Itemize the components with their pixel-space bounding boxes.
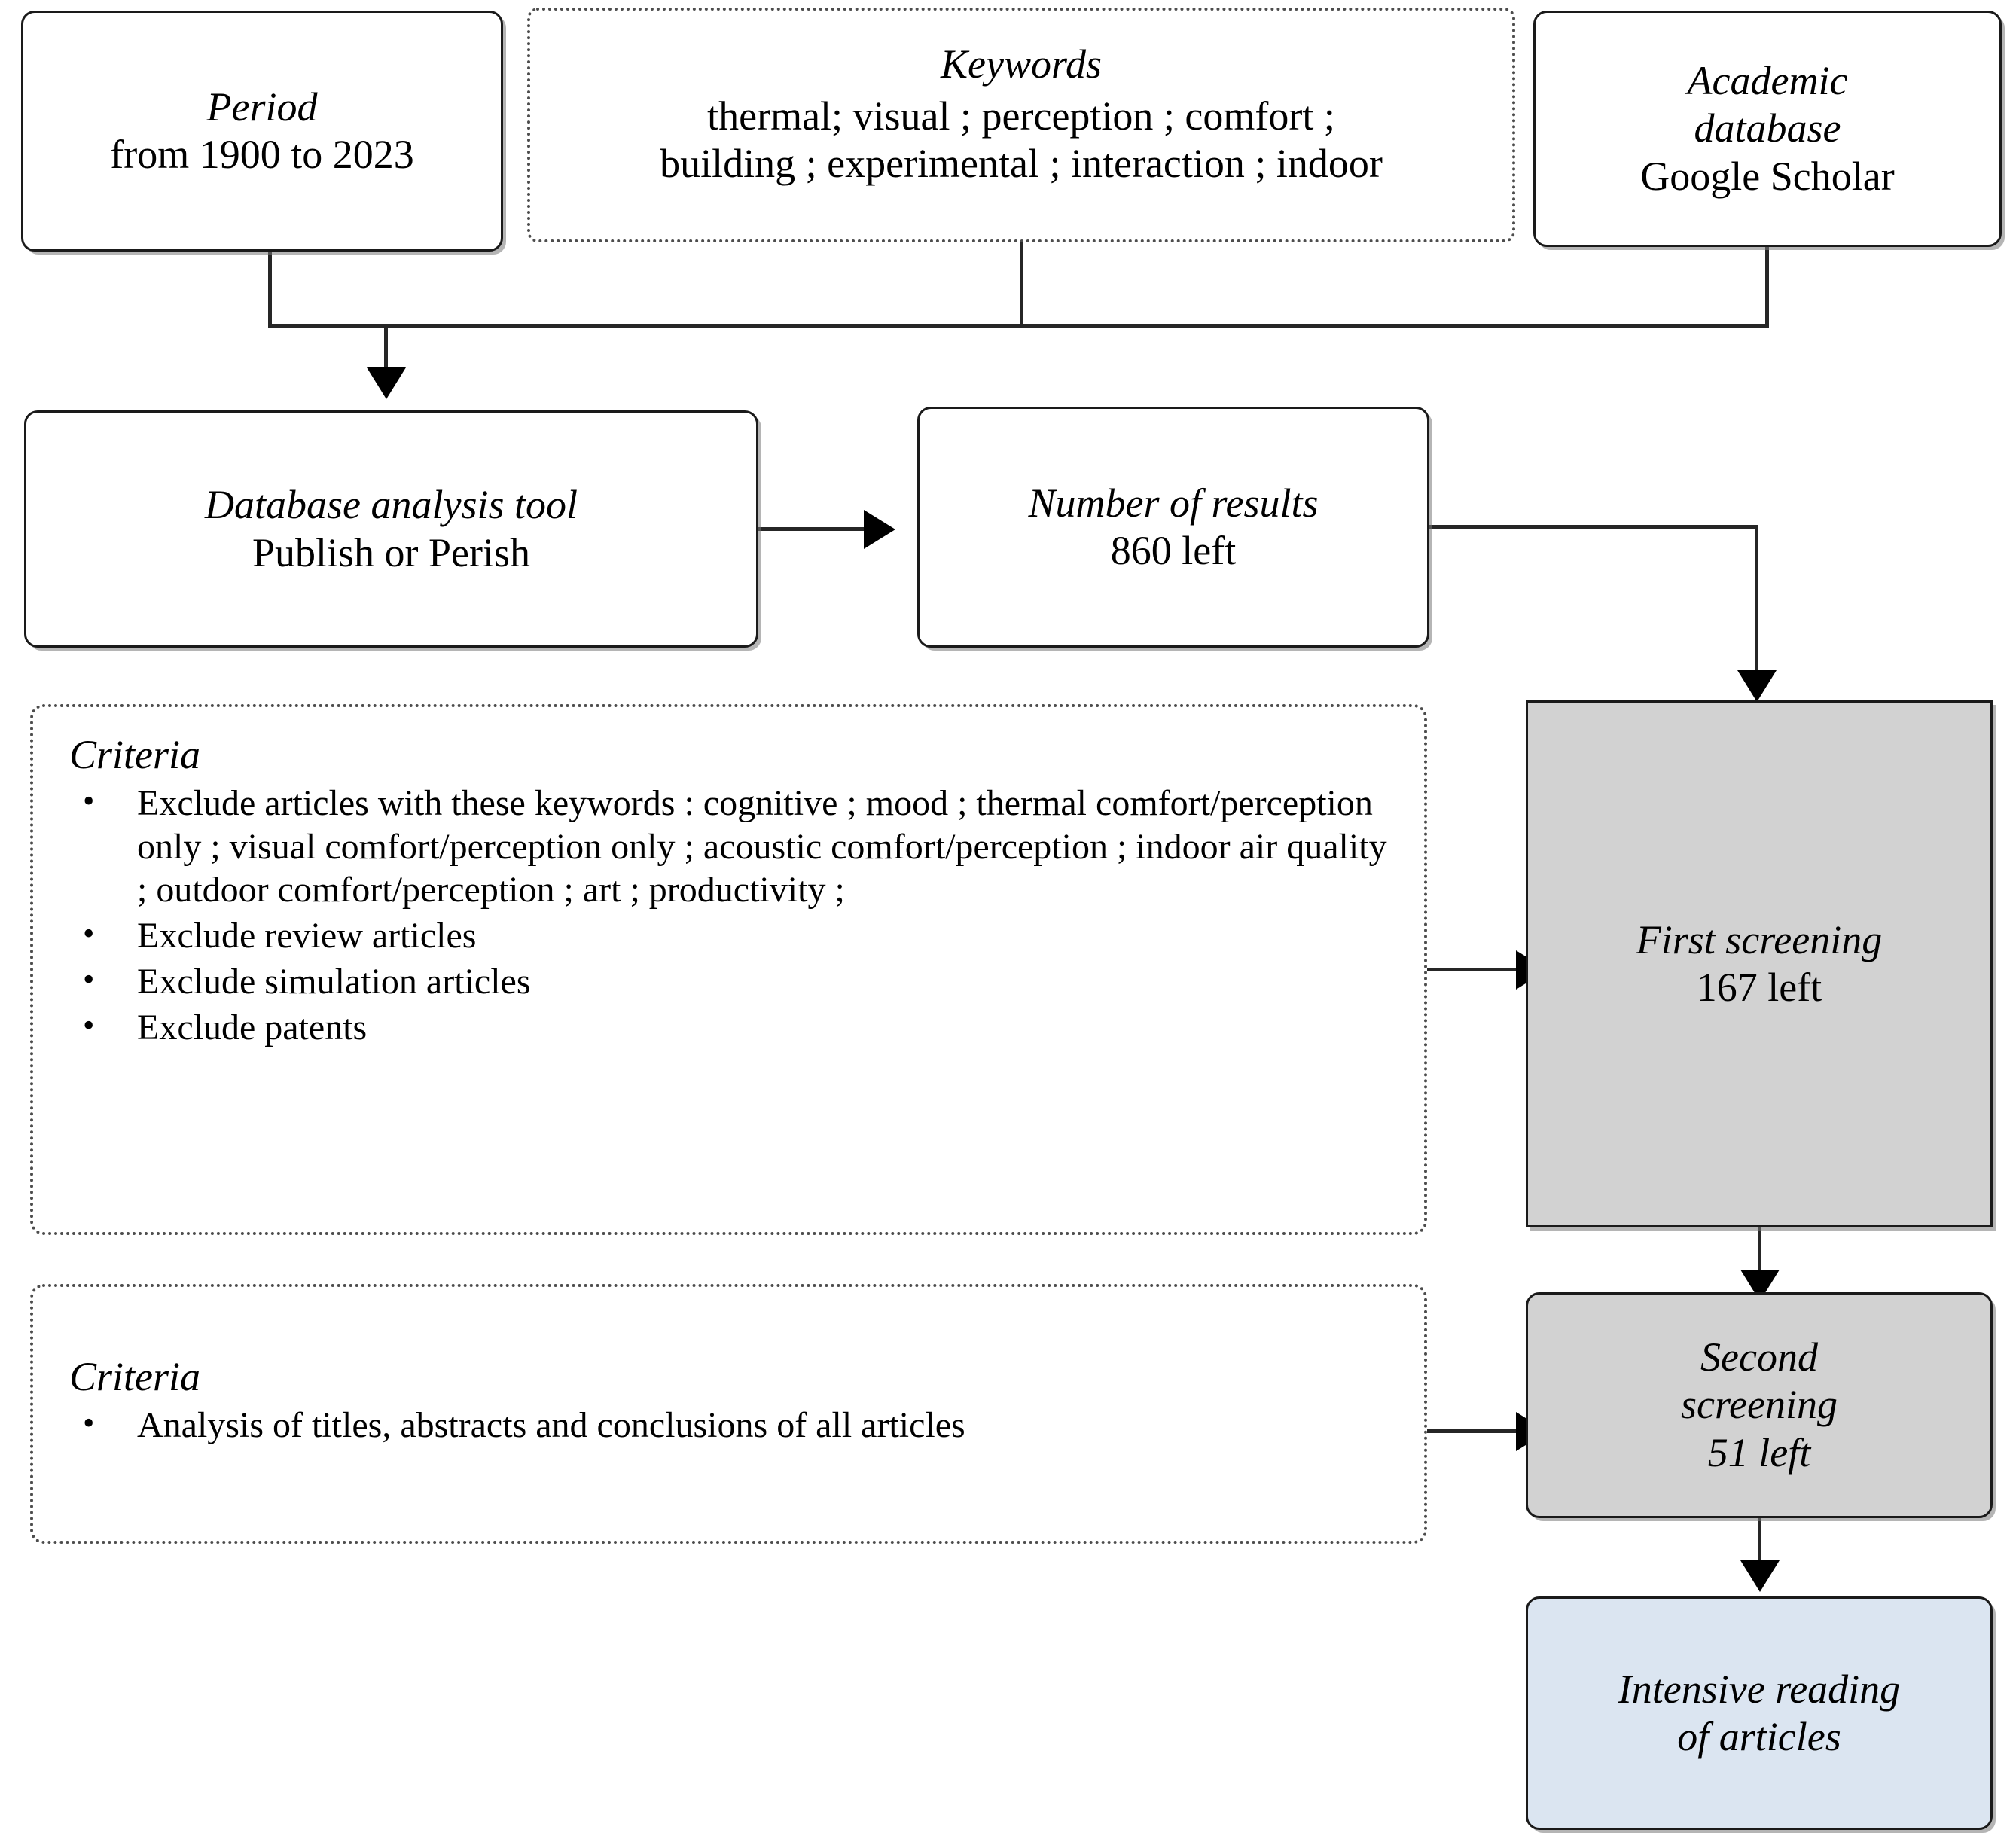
- panel-criteria-second: Criteria • Analysis of titles, abstracts…: [30, 1284, 1427, 1544]
- academic-database-subtitle: Google Scholar: [1640, 153, 1895, 199]
- criteria-first-item-0: Exclude articles with these keywords : c…: [137, 783, 1387, 910]
- period-subtitle: from 1900 to 2023: [110, 132, 414, 177]
- node-database-analysis-tool: Database analysis tool Publish or Perish: [24, 410, 758, 648]
- database-analysis-tool-subtitle: Publish or Perish: [252, 529, 531, 575]
- connector-second-to-intensive: [1758, 1518, 1761, 1565]
- number-of-results-title: Number of results: [1028, 480, 1319, 526]
- list-item: • Analysis of titles, abstracts and conc…: [62, 1404, 1401, 1447]
- second-screening-subtitle: 51 left: [1707, 1429, 1811, 1475]
- node-keywords: Keywords thermal; visual ; perception ; …: [527, 8, 1515, 242]
- criteria-first-item-1: Exclude review articles: [137, 915, 477, 956]
- connector-tool-to-results: [758, 527, 864, 531]
- node-second-screening: Second screening 51 left: [1526, 1292, 1993, 1518]
- criteria-first-item-2: Exclude simulation articles: [137, 961, 531, 1002]
- keywords-line-2: building ; experimental ; interaction ; …: [660, 141, 1383, 187]
- database-analysis-tool-title: Database analysis tool: [205, 482, 578, 528]
- keywords-title: Keywords: [941, 41, 1102, 87]
- keywords-line-1: thermal; visual ; perception ; comfort ;: [707, 93, 1335, 139]
- connector-criteria-second-to-screening: [1427, 1429, 1517, 1433]
- bullet-icon: •: [83, 1404, 95, 1442]
- connector-merge-offset: [268, 324, 387, 328]
- connector-keywords-down: [1020, 242, 1023, 327]
- second-screening-title-line-2: screening: [1681, 1382, 1838, 1428]
- criteria-first-list: • Exclude articles with these keywords :…: [62, 782, 1401, 1049]
- criteria-second-list: • Analysis of titles, abstracts and conc…: [62, 1404, 1401, 1447]
- second-screening-title-line-1: Second: [1700, 1334, 1818, 1380]
- bullet-icon: •: [83, 782, 95, 820]
- node-intensive-reading: Intensive reading of articles: [1526, 1596, 1993, 1830]
- connector-period-down: [268, 252, 272, 327]
- list-item: • Exclude review articles: [62, 914, 1401, 957]
- list-item: • Exclude simulation articles: [62, 960, 1401, 1003]
- connector-results-right: [1429, 525, 1758, 529]
- list-item: • Exclude articles with these keywords :…: [62, 782, 1401, 910]
- criteria-second-item-0: Analysis of titles, abstracts and conclu…: [137, 1405, 965, 1446]
- connector-first-to-second-screening: [1758, 1227, 1761, 1274]
- criteria-second-heading: Criteria: [69, 1354, 201, 1399]
- arrow-to-intensive-reading: [1740, 1560, 1780, 1592]
- academic-database-title-line-1: Academic: [1687, 58, 1848, 104]
- node-period: Period from 1900 to 2023: [21, 11, 503, 252]
- first-screening-title: First screening: [1636, 916, 1883, 962]
- arrow-to-first-screening: [1737, 670, 1777, 702]
- intensive-reading-line-1: Intensive reading: [1618, 1666, 1901, 1712]
- node-number-of-results: Number of results 860 left: [917, 407, 1429, 648]
- node-first-screening: First screening 167 left: [1526, 700, 1993, 1227]
- panel-criteria-first: Criteria • Exclude articles with these k…: [30, 704, 1427, 1235]
- connector-to-tool-stem: [384, 324, 388, 371]
- intensive-reading-line-2: of articles: [1677, 1714, 1841, 1759]
- arrow-to-database-analysis-tool: [367, 367, 406, 399]
- connector-results-down: [1755, 525, 1758, 675]
- first-screening-subtitle: 167 left: [1696, 965, 1822, 1010]
- node-academic-database: Academic database Google Scholar: [1533, 11, 2002, 247]
- academic-database-title-line-2: database: [1694, 105, 1841, 151]
- number-of-results-subtitle: 860 left: [1110, 528, 1237, 573]
- connector-academic-database-down: [1765, 247, 1769, 327]
- bullet-icon: •: [83, 1006, 95, 1044]
- connector-criteria-first-to-screening: [1427, 968, 1517, 971]
- criteria-first-item-3: Exclude patents: [137, 1007, 368, 1048]
- connector-merge-horizontal: [268, 324, 1769, 328]
- arrow-to-number-of-results: [864, 510, 895, 549]
- bullet-icon: •: [83, 914, 95, 952]
- period-title: Period: [206, 84, 318, 130]
- list-item: • Exclude patents: [62, 1006, 1401, 1049]
- bullet-icon: •: [83, 960, 95, 998]
- criteria-first-heading: Criteria: [69, 732, 201, 777]
